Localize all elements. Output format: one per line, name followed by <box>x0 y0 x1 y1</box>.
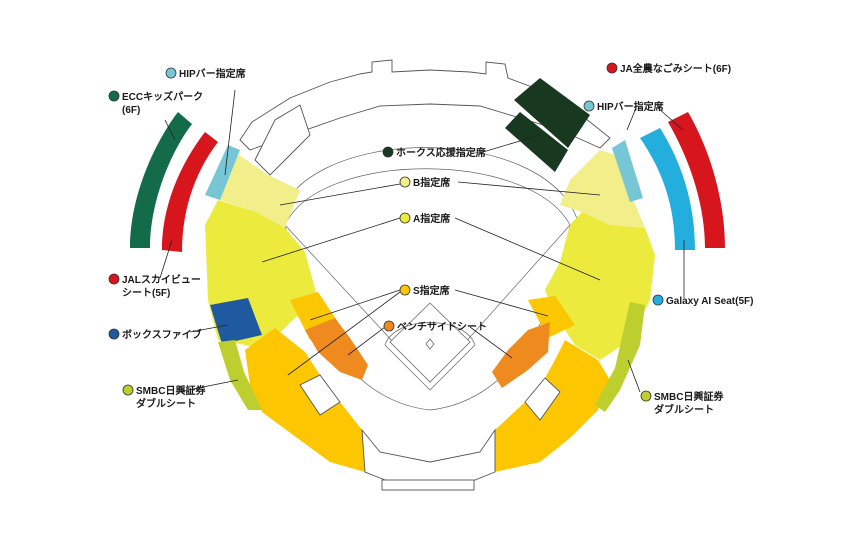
label-ecc-line2: (6F) <box>122 105 140 116</box>
right-inner-block <box>524 377 561 421</box>
marker-ecc <box>108 90 120 102</box>
label-smbc-right-line2: ダブルシート <box>654 403 714 416</box>
label-s: S指定席 <box>413 284 450 297</box>
zone-bench-right <box>492 322 550 388</box>
home-gate-block <box>381 479 475 491</box>
outer-concourse-ring <box>239 59 611 151</box>
zone-bench-left <box>305 318 368 380</box>
marker-galaxy <box>652 294 664 306</box>
label-galaxy: Galaxy AI Seat(5F) <box>666 296 753 307</box>
marker-b <box>399 176 411 188</box>
label-smbc-right-line1: SMBC日興証券 <box>654 390 724 403</box>
label-ja: JA全農なごみシート(6F) <box>620 62 731 75</box>
zone-s-right-inner <box>528 296 575 338</box>
label-hip-right: HIPバー指定席 <box>597 100 664 113</box>
zone-smbc-right <box>595 302 645 412</box>
marker-hip-right <box>583 100 595 112</box>
label-bench: ベンチサイドシート <box>397 321 487 333</box>
left-upper-block <box>254 104 311 176</box>
zone-galaxy-ai-seat <box>640 128 695 250</box>
zone-ja-nagomi <box>668 112 725 248</box>
label-hawks: ホークス応援指定席 <box>396 146 486 159</box>
zone-box-five <box>210 298 262 344</box>
marker-hawks <box>382 146 394 158</box>
home-concourse <box>361 428 496 486</box>
label-smbc-left-line2: ダブルシート <box>136 397 196 410</box>
zone-ecc-kids-park <box>130 112 192 248</box>
zone-s-right-outer <box>495 340 610 472</box>
marker-hip-left <box>165 67 177 79</box>
zone-smbc-left <box>218 340 262 410</box>
label-ecc-line1: ECCキッズパーク <box>122 90 203 103</box>
marker-smbc-left <box>122 384 134 396</box>
marker-smbc-right <box>640 390 652 402</box>
marker-box-five <box>108 328 120 340</box>
marker-jal <box>108 273 120 285</box>
marker-s <box>399 284 411 296</box>
label-box-five: ボックスファイブ <box>122 328 202 341</box>
infield-dirt <box>384 322 476 391</box>
label-b: B指定席 <box>413 176 450 189</box>
zone-hawks-upper <box>514 78 590 148</box>
marker-ja <box>606 62 618 74</box>
zone-hip-right <box>612 140 643 202</box>
zone-s-left-outer <box>245 328 365 472</box>
marker-bench <box>383 320 395 332</box>
zone-b-left <box>220 150 300 228</box>
zone-hip-left <box>205 145 240 200</box>
label-a: A指定席 <box>413 212 450 225</box>
label-jal-line1: JALスカイビュー <box>122 273 201 286</box>
zone-b-right <box>560 150 645 228</box>
zone-jal-sky-view <box>162 132 218 252</box>
marker-a <box>399 212 411 224</box>
label-hip-left: HIPバー指定席 <box>179 67 246 80</box>
label-smbc-left-line1: SMBC日興証券 <box>136 384 206 397</box>
pitchers-mound <box>425 338 435 350</box>
label-jal-line2: シート(5F) <box>122 287 170 299</box>
left-inner-block <box>299 374 341 416</box>
zone-hawks-lower <box>505 112 568 172</box>
